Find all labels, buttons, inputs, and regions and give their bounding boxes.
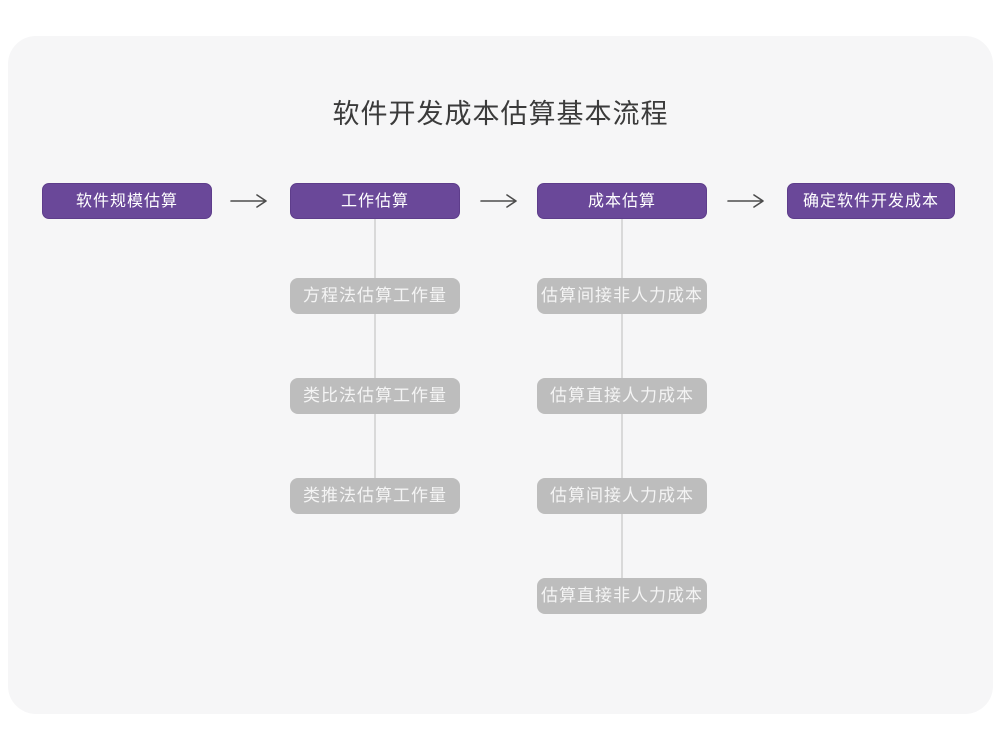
- cost-item-indirect-labor: 估算间接人力成本: [537, 478, 707, 514]
- cost-item-direct-labor: 估算直接人力成本: [537, 378, 707, 414]
- right-arrow-icon: [727, 194, 764, 208]
- connector-line-work-column: [374, 219, 376, 497]
- flowchart-panel: 软件开发成本估算基本流程 软件规模估算 工作估算 成本估算 确定软件开发成本 方…: [8, 36, 993, 714]
- page-title: 软件开发成本估算基本流程: [332, 99, 669, 129]
- flow-step-cost-estimation: 成本估算: [537, 183, 707, 219]
- flow-step-determine-dev-cost: 确定软件开发成本: [787, 183, 955, 219]
- work-method-equation: 方程法估算工作量: [290, 278, 460, 314]
- work-method-extrapolation: 类推法估算工作量: [290, 478, 460, 514]
- flow-step-software-scale-estimation: 软件规模估算: [42, 183, 212, 219]
- right-arrow-icon: [480, 194, 517, 208]
- work-method-analogy: 类比法估算工作量: [290, 378, 460, 414]
- cost-item-indirect-nonlabor: 估算间接非人力成本: [537, 278, 707, 314]
- right-arrow-icon: [230, 194, 267, 208]
- flow-step-work-estimation: 工作估算: [290, 183, 460, 219]
- cost-item-direct-nonlabor: 估算直接非人力成本: [537, 578, 707, 614]
